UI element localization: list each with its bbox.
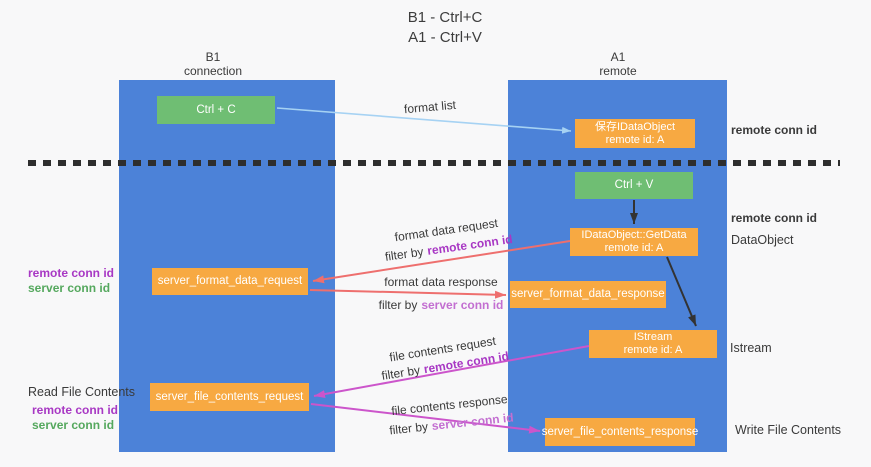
node-ctrl-c-label: Ctrl + C — [196, 103, 236, 116]
filter-by-text: filter by — [380, 363, 421, 383]
node-istream: IStream remote id: A — [589, 330, 717, 358]
format-response-text: format data response — [384, 275, 498, 289]
annotation-istream: Istream — [730, 341, 772, 355]
node-format-response-label: server_format_data_response — [511, 288, 665, 300]
annotation-remote-conn-id-top: remote conn id — [731, 123, 818, 137]
node-server-file-contents-response: server_file_contents_response — [542, 418, 698, 446]
lifeline-left-role: connection — [183, 64, 243, 78]
annotation-file-conn-ids: remote conn id server conn id — [32, 403, 118, 433]
remote-conn-id-label: remote conn id — [28, 266, 115, 280]
node-istream-line2: remote id: A — [623, 344, 683, 356]
node-format-request-label: server_format_data_request — [157, 275, 303, 287]
edge-label-format-list: format list — [384, 94, 475, 120]
annotation-remote-conn-id-mid: remote conn id — [731, 211, 818, 225]
node-getdata-line1: IDataObject::GetData — [581, 229, 687, 241]
lifeline-header-b1: B1 connection — [148, 50, 278, 78]
server-conn-id-text: server conn id — [421, 298, 504, 312]
session-divider-dashed-line — [28, 160, 840, 166]
lifeline-header-a1: A1 remote — [553, 50, 683, 78]
node-ctrl-v: Ctrl + V — [575, 172, 693, 199]
node-idataobject-getdata: IDataObject::GetData remote id: A — [570, 228, 698, 256]
node-ctrl-c: Ctrl + C — [157, 96, 275, 124]
lifeline-right-name: A1 — [610, 50, 626, 64]
annotation-dataobject: DataObject — [731, 233, 794, 247]
title-line-1: B1 - Ctrl+C — [407, 9, 483, 26]
filter-by-text: filter by — [378, 298, 418, 312]
filter-by-text: filter by — [384, 244, 425, 264]
node-server-format-data-request: server_format_data_request — [152, 268, 308, 295]
server-conn-id-label: server conn id — [28, 281, 111, 295]
node-file-request-label: server_file_contents_request — [155, 390, 304, 403]
node-server-file-contents-request: server_file_contents_request — [150, 383, 309, 411]
remote-conn-id-label: remote conn id — [32, 403, 119, 417]
node-save-idataobject-line2: remote id: A — [605, 133, 665, 146]
node-server-format-data-response: server_format_data_response — [510, 281, 666, 308]
lifeline-left-name: B1 — [205, 50, 221, 64]
annotation-write-file-contents: Write File Contents — [735, 423, 842, 437]
filter-by-text: filter by — [388, 419, 429, 438]
node-getdata-line2: remote id: A — [604, 242, 664, 254]
node-istream-line1: IStream — [633, 331, 673, 343]
server-conn-id-label: server conn id — [32, 418, 115, 432]
lifeline-right-role: remote — [599, 64, 637, 78]
node-save-idataobject: 保存IDataObject remote id: A — [575, 119, 695, 148]
node-ctrl-v-label: Ctrl + V — [614, 179, 654, 191]
node-file-response-label: server_file_contents_response — [541, 425, 699, 438]
format-list-text: format list — [403, 97, 457, 117]
diagram-title: B1 - Ctrl+C A1 - Ctrl+V — [325, 8, 565, 48]
annotation-read-file-contents: Read File Contents — [28, 385, 136, 399]
node-save-idataobject-line1: 保存IDataObject — [594, 120, 676, 133]
annotation-format-conn-ids: remote conn id server conn id — [28, 266, 114, 296]
title-line-2: A1 - Ctrl+V — [408, 29, 482, 46]
